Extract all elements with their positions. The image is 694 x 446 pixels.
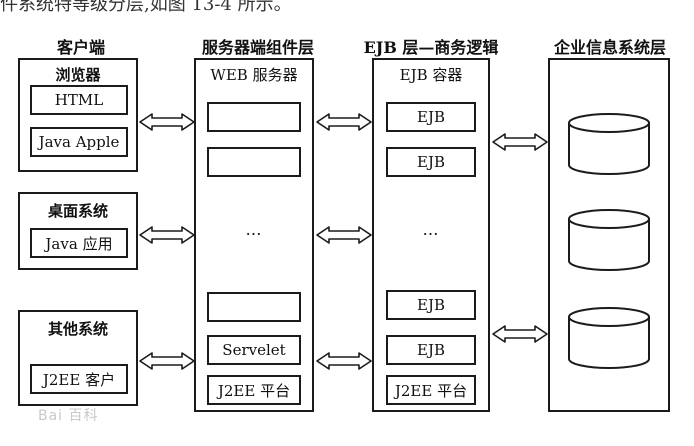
database-icon-2 (568, 209, 650, 271)
ejb-container-title: EJB 容器 (399, 66, 463, 84)
web-ellipsis: … (245, 220, 263, 239)
web-component-slot-2 (207, 147, 301, 177)
arrow-other-web (139, 352, 195, 370)
watermark: Bai 百科 (38, 408, 99, 424)
web-component-slot-3 (207, 292, 301, 322)
ejb-box-2: EJB (386, 147, 476, 177)
header-client: 客户端 (56, 38, 106, 57)
web-j2ee-platform-box: J2EE 平台 (207, 375, 301, 405)
web-server-title: WEB 服务器 (210, 66, 298, 84)
arrow-ejb-eis-2 (492, 325, 548, 343)
arrow-web-ejb-2 (316, 226, 372, 244)
arrow-ejb-eis-1 (492, 133, 548, 151)
header-ejb: EJB 层—商务逻辑 (363, 38, 499, 57)
header-server: 服务器端组件层 (201, 38, 315, 57)
java-app-box: Java 应用 (30, 228, 128, 258)
header-eis: 企业信息系统层 (553, 38, 667, 57)
arrow-web-ejb-1 (316, 113, 372, 131)
database-icon-3 (568, 307, 650, 369)
ejb-ellipsis: … (422, 220, 440, 239)
browser-title: 浏览器 (55, 66, 101, 84)
java-apple-box: Java Apple (30, 127, 128, 157)
arrow-desktop-web (139, 226, 195, 244)
j2ee-client-box: J2EE 客户 (30, 364, 128, 394)
web-component-slot-1 (207, 102, 301, 132)
other-title: 其他系统 (47, 320, 109, 338)
caption-fragment: 件系统特等级分层,如图 13-4 所示。 (0, 0, 292, 15)
arrow-web-ejb-3 (316, 352, 372, 370)
ejb-box-1: EJB (386, 102, 476, 132)
ejb-j2ee-platform-box: J2EE 平台 (386, 375, 476, 405)
ejb-box-3: EJB (386, 290, 476, 320)
desktop-title: 桌面系统 (47, 202, 109, 220)
html-box: HTML (30, 85, 128, 115)
ejb-box-4: EJB (386, 335, 476, 365)
servelet-box: Servelet (207, 335, 301, 365)
database-icon-1 (568, 113, 650, 175)
arrow-browser-web (139, 113, 195, 131)
